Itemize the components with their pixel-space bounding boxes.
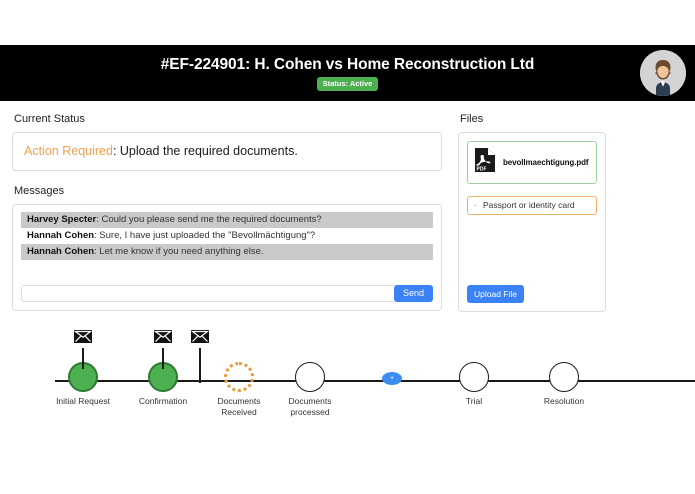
envelope-icon (153, 330, 173, 348)
envelope-icon (73, 330, 93, 348)
file-list-item[interactable]: PDF bevollmaechtigung.pdf (467, 141, 597, 184)
message-composer: Send (21, 285, 433, 302)
send-button[interactable]: Send (393, 285, 433, 302)
current-status-label: Current Status (14, 113, 85, 125)
page-title: #EF-224901: H. Cohen vs Home Reconstruct… (160, 55, 535, 73)
right-column: Files PDF bevollmaechtigung.pdf · (458, 111, 606, 312)
message-text: : Sure, I have just uploaded the "Bevoll… (94, 230, 316, 241)
left-column: Current Status Action Required: Upload t… (12, 111, 442, 312)
files-spacer (467, 215, 597, 285)
main-content: Current Status Action Required: Upload t… (0, 101, 695, 312)
message-author: Harvey Specter (27, 214, 97, 225)
messages-card: Harvey Specter: Could you please send me… (12, 204, 442, 311)
status-message-text: : Upload the required documents. (112, 144, 298, 158)
message-input[interactable] (21, 285, 394, 302)
add-timeline-step-button[interactable]: + (382, 372, 402, 385)
timeline-mail-marker[interactable] (190, 330, 210, 383)
timeline-node-label: Confirmation (138, 396, 188, 406)
timeline-marker-stem (82, 348, 84, 369)
timeline-marker-stem (199, 348, 201, 383)
message-item: Hannah Cohen: Let me know if you need an… (21, 244, 433, 260)
timeline-node-label: Documents processed (288, 396, 332, 417)
timeline-node[interactable] (224, 362, 254, 392)
timeline-node-label: Documents Received (217, 396, 261, 417)
svg-text:PDF: PDF (477, 167, 487, 173)
upload-file-button[interactable]: Upload File (467, 285, 524, 303)
messages-label: Messages (14, 185, 65, 197)
message-text: : Could you please send me the required … (96, 214, 322, 225)
pdf-icon: PDF (474, 147, 496, 178)
timeline-marker-stem (162, 348, 164, 369)
message-item: Harvey Specter: Could you please send me… (21, 212, 433, 228)
current-status-text: Action Required: Upload the required doc… (24, 144, 298, 159)
message-text: : Let me know if you need anything else. (94, 246, 264, 257)
message-author: Hannah Cohen (27, 246, 95, 257)
app-window: #EF-224901: H. Cohen vs Home Reconstruct… (0, 45, 695, 449)
bullet-icon: · (474, 200, 477, 210)
case-timeline: + Initial Request Confirmation Documents R… (0, 330, 695, 454)
header-title-group: #EF-224901: H. Cohen vs Home Reconstruct… (161, 56, 534, 91)
timeline-axis (55, 380, 695, 382)
current-status-card: Action Required: Upload the required doc… (12, 132, 442, 171)
timeline-node-label: Trial (465, 396, 483, 406)
status-badge: Status: Active (316, 76, 379, 91)
requirements-list: · Passport or identity card (467, 196, 597, 215)
requirement-item[interactable]: · Passport or identity card (467, 196, 597, 215)
timeline-node-label: Initial Request (56, 396, 110, 406)
timeline-mail-marker[interactable] (73, 330, 93, 369)
timeline-mail-marker[interactable] (153, 330, 173, 369)
timeline-node-label: Resolution (543, 396, 585, 406)
action-required-text: Action Required (24, 144, 113, 158)
timeline-node[interactable] (459, 362, 489, 392)
app-header: #EF-224901: H. Cohen vs Home Reconstruct… (0, 45, 695, 101)
message-item: Hannah Cohen: Sure, I have just uploaded… (21, 228, 433, 244)
envelope-icon (190, 330, 210, 348)
message-list: Harvey Specter: Could you please send me… (21, 212, 433, 279)
files-label: Files (460, 113, 484, 125)
file-name: bevollmaechtigung.pdf (503, 157, 589, 167)
messages-section: Messages Harvey Specter: Could you pleas… (12, 185, 442, 311)
avatar[interactable] (640, 50, 686, 96)
files-card: PDF bevollmaechtigung.pdf · Passport or i… (458, 132, 606, 312)
timeline-node[interactable] (549, 362, 579, 392)
avatar-person-icon (640, 50, 686, 96)
requirement-label: Passport or identity card (483, 200, 575, 210)
message-author: Hannah Cohen (27, 230, 95, 241)
timeline-node[interactable] (295, 362, 325, 392)
